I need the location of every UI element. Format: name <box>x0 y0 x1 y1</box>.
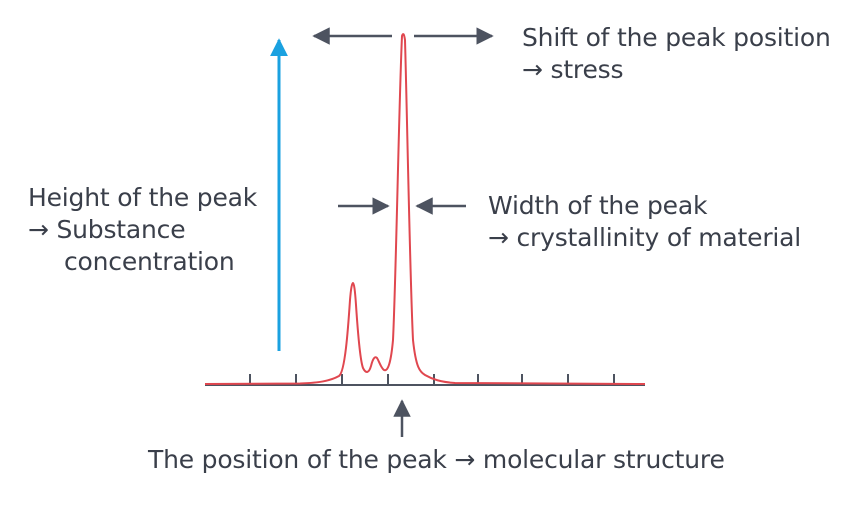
width-label-line2: → crystallinity of material <box>488 223 802 252</box>
shift-label: Shift of the peak position → stress <box>522 22 831 86</box>
width-label: Width of the peak → crystallinity of mat… <box>488 190 801 254</box>
height-label-line3: concentration <box>64 247 235 276</box>
spectrum-curve <box>204 33 646 385</box>
width-label-line1: Width of the peak <box>488 191 708 220</box>
height-label: Height of the peak → Substance concentra… <box>28 182 257 278</box>
shift-label-line1: Shift of the peak position <box>522 23 831 52</box>
height-label-line1: Height of the peak <box>28 183 258 212</box>
shift-label-line2: → stress <box>522 55 624 84</box>
height-label-line2: → Substance <box>28 215 186 244</box>
position-label-line1: The position of the peak → molecular str… <box>148 445 725 474</box>
position-label: The position of the peak → molecular str… <box>148 444 725 476</box>
